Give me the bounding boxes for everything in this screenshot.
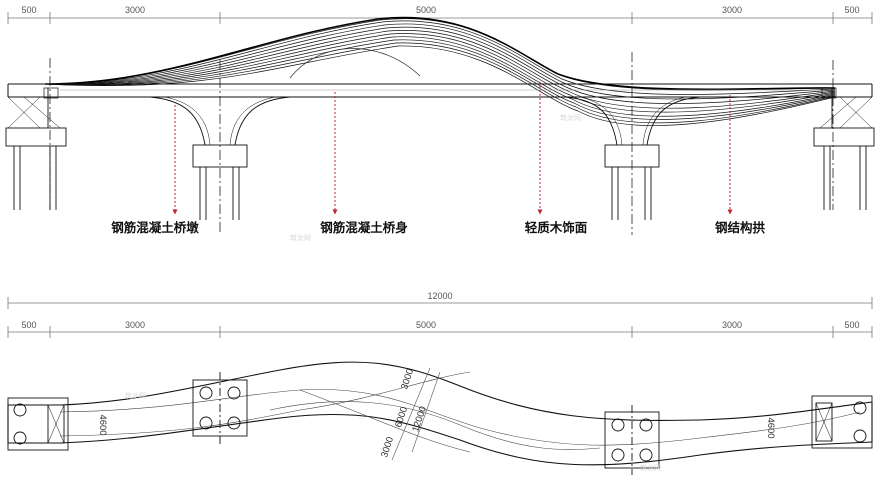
plan-dim-left-span: 3000 xyxy=(125,320,145,330)
plan-offset-upper: 3000 xyxy=(399,367,416,391)
plan-annotation-leaders xyxy=(391,367,441,461)
plan-dim-right-span: 3000 xyxy=(722,320,742,330)
watermark-1: 筑龙网 xyxy=(560,113,581,122)
plan-abutment-left xyxy=(7,397,69,451)
middle-pier-left xyxy=(149,96,291,220)
plan-view: 12000 500 3000 5000 3000 500 xyxy=(7,291,873,475)
watermarks: 筑龙网 筑龙网 筑龙网 筑龙网 xyxy=(125,113,661,472)
plan-pier-right xyxy=(604,405,660,475)
plan-dim-right-end: 500 xyxy=(844,320,859,330)
plan-dim-left-end: 500 xyxy=(21,320,36,330)
middle-pier-right xyxy=(564,96,701,220)
watermark-3: 筑龙网 xyxy=(125,391,146,400)
elevation-dimension-line xyxy=(7,12,873,24)
elevation-dim-right-end: 500 xyxy=(844,5,859,15)
elevation-dim-left-span: 3000 xyxy=(125,5,145,15)
elevation-dim-right-span: 3000 xyxy=(722,5,742,15)
plan-abutment-right xyxy=(811,395,873,449)
watermark-4: 筑龙网 xyxy=(640,463,661,472)
label-steel-arch: 钢结构拱 xyxy=(715,220,766,235)
deck-beam xyxy=(7,83,873,98)
plan-dimension-line xyxy=(7,326,873,338)
plan-pier-left xyxy=(192,372,248,445)
plan-width-right: 4600 xyxy=(765,417,776,438)
label-concrete-pier: 钢筋混凝土桥墩 xyxy=(111,220,199,235)
plan-width-left: 4600 xyxy=(97,414,108,435)
abutment-right xyxy=(813,87,875,210)
steel-arch-ribs xyxy=(44,18,836,126)
plan-dim-main-span: 5000 xyxy=(416,320,436,330)
watermark-2: 筑龙网 xyxy=(290,233,311,242)
elevation-view: 500 3000 5000 3000 500 xyxy=(5,5,875,235)
elevation-dim-left-end: 500 xyxy=(21,5,36,15)
plan-inner-dim: 6000 xyxy=(393,405,410,429)
label-concrete-deck: 钢筋混凝土桥身 xyxy=(320,220,408,235)
plan-dim-overall: 12000 xyxy=(427,291,452,301)
arch-top-rib xyxy=(44,16,836,91)
plan-overall-dimension-line xyxy=(7,297,873,309)
label-wood-surface: 轻质木饰面 xyxy=(525,220,588,235)
elevation-dim-main-span: 5000 xyxy=(416,5,436,15)
callout-leaders xyxy=(172,82,733,215)
abutment-left xyxy=(5,87,67,210)
plan-deck-outline xyxy=(7,361,873,466)
arch-inner-curve xyxy=(289,48,421,79)
plan-inner-curves xyxy=(59,371,861,453)
